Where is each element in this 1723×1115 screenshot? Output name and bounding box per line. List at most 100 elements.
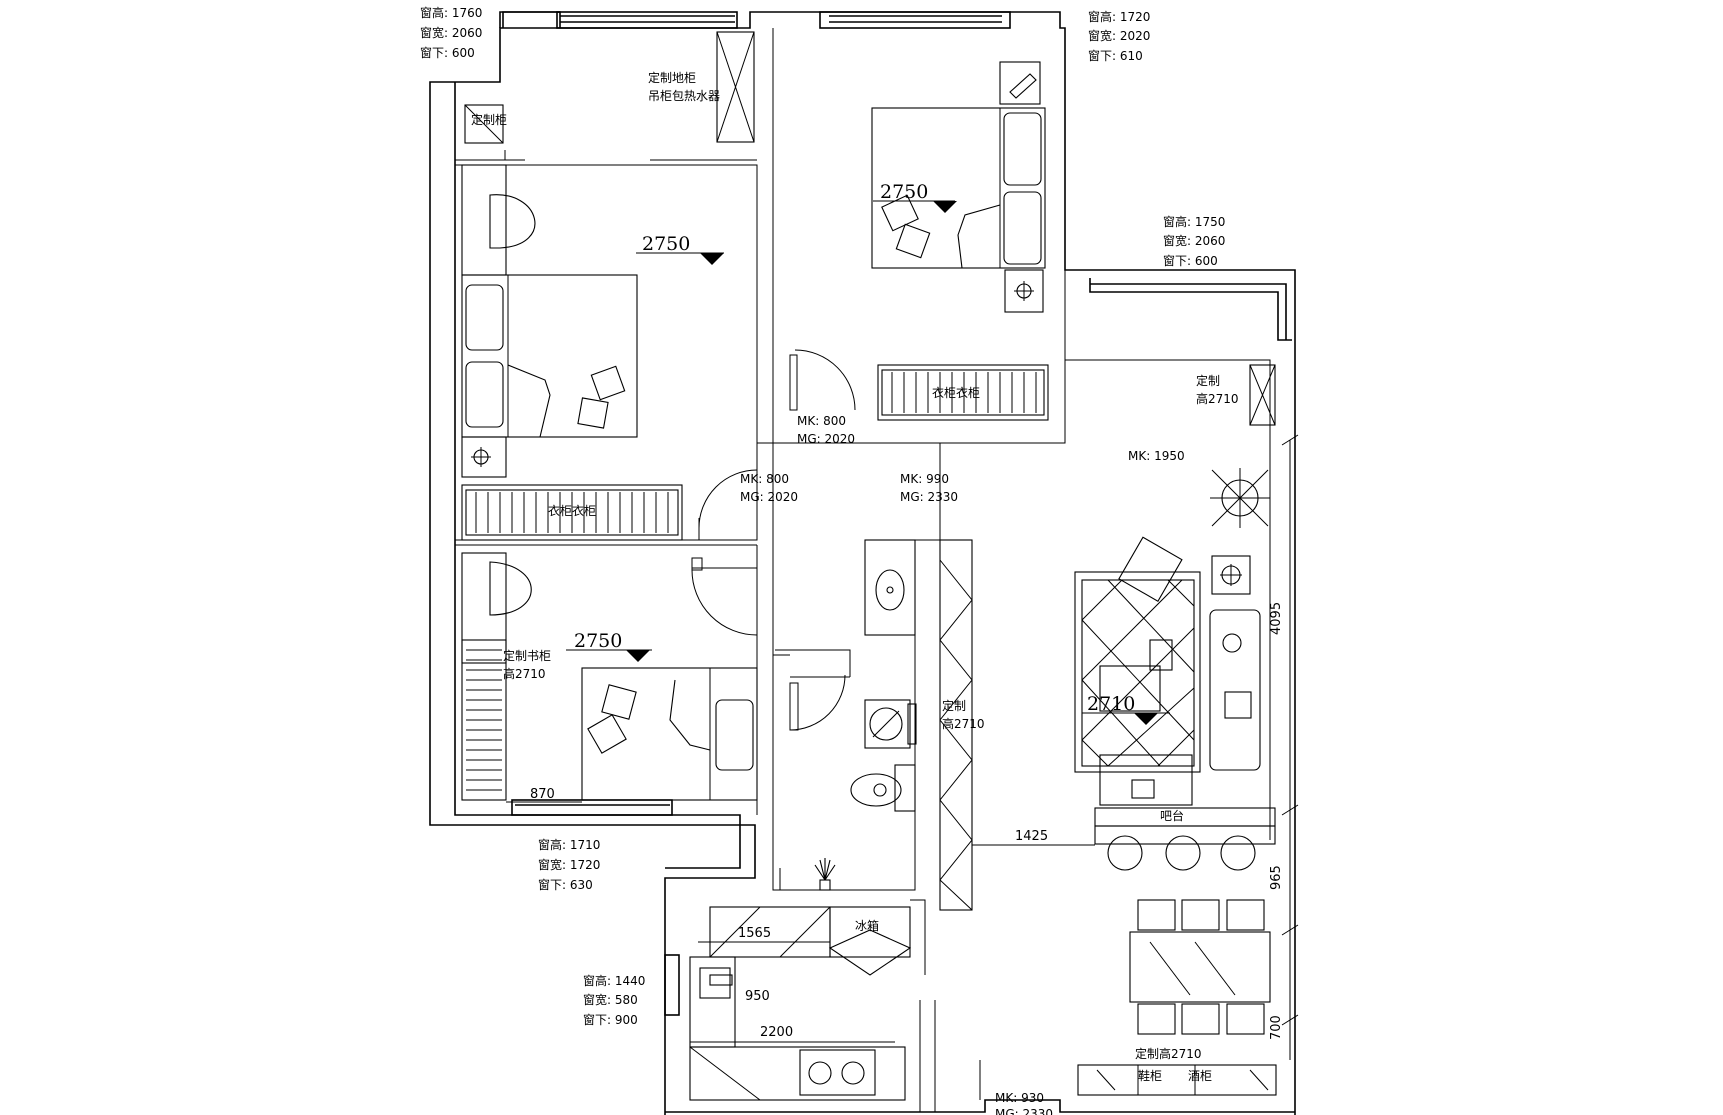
storage-note-1: 定制地柜 xyxy=(648,70,696,85)
washer-icon xyxy=(869,707,903,741)
svg-text:窗下: 610: 窗下: 610 xyxy=(1088,49,1143,63)
armchair xyxy=(1118,536,1183,603)
burner-icon xyxy=(808,1061,832,1085)
svg-text:窗高: 1710: 窗高: 1710 xyxy=(538,837,600,852)
cushion-icon xyxy=(1131,779,1155,799)
pillow-icon xyxy=(1003,112,1042,186)
cushion-icon xyxy=(587,714,627,754)
custom-cabinet-box xyxy=(464,104,504,144)
svg-text:窗宽: 2060: 窗宽: 2060 xyxy=(420,25,482,40)
burner-icon xyxy=(841,1061,865,1085)
interior-walls xyxy=(455,28,1271,1112)
dining-table xyxy=(1129,931,1271,1003)
toilet-tank xyxy=(894,764,916,812)
chair-icon xyxy=(489,194,536,249)
custom-height-label: 定制高2710 xyxy=(1135,1046,1202,1061)
living-room: 定制 高2710 xyxy=(1074,364,1277,1096)
elevation-marker-icon xyxy=(933,201,957,213)
svg-text:窗宽: 1720: 窗宽: 1720 xyxy=(538,857,600,872)
cushion-icon xyxy=(590,365,626,401)
side-table xyxy=(1149,639,1173,671)
plant-icon xyxy=(814,858,836,881)
bar-counter xyxy=(1094,807,1276,827)
nightstand xyxy=(461,436,507,478)
fridge-label: 冰箱 xyxy=(855,918,879,933)
window-note-top-left: 窗高: 1760 窗宽: 2060 窗下: 600 xyxy=(420,5,482,60)
wardrobe-label: 衣柜衣柜 xyxy=(548,503,596,518)
toilet-icon xyxy=(850,773,902,807)
storage-room: 定制柜 定制地柜 吊柜包热水器 xyxy=(464,31,755,144)
custom-height-label: 高2710 xyxy=(1196,391,1239,406)
tall-cabinet xyxy=(716,31,755,143)
door-height: MG: 2020 xyxy=(740,490,798,504)
window-note-bottom-left: 窗高: 1710 窗宽: 1720 窗下: 630 xyxy=(538,837,600,892)
cushion-icon xyxy=(577,397,609,429)
pillow-icon xyxy=(715,699,754,771)
cushion-icon xyxy=(895,223,931,259)
door-swing xyxy=(698,469,758,529)
svg-text:窗宽: 2020: 窗宽: 2020 xyxy=(1088,28,1150,43)
wine-cabinet-label: 酒柜 xyxy=(1188,1069,1212,1083)
stove xyxy=(799,1049,876,1096)
chair-icon xyxy=(489,561,532,616)
plant-icon xyxy=(1210,468,1270,528)
door-swing xyxy=(691,569,758,636)
window-note-top-right: 窗高: 1720 窗宽: 2020 窗下: 610 xyxy=(1088,9,1150,63)
hallway-cabinet: 定制 高2710 xyxy=(939,539,985,911)
wardrobe-label: 衣柜衣柜 xyxy=(932,385,980,400)
lamp-box xyxy=(999,61,1041,105)
cabinet-row xyxy=(1077,1064,1277,1096)
rug xyxy=(1074,571,1201,773)
pillow-icon xyxy=(465,361,504,428)
bedroom-top-left: 衣柜衣柜 2750 xyxy=(461,164,758,541)
bar-stool-icon xyxy=(1107,835,1143,871)
elevation-label: 2750 xyxy=(574,630,622,652)
chair-icon xyxy=(1181,1003,1220,1035)
sink-icon xyxy=(699,967,731,999)
bookshelf-lines xyxy=(466,649,502,791)
storage-note-2: 吊柜包热水器 xyxy=(648,89,720,103)
lamp-icon xyxy=(1009,73,1037,99)
svg-text:窗下: 600: 窗下: 600 xyxy=(1163,254,1218,268)
chair-icon xyxy=(1226,899,1265,931)
dim-700: 700 xyxy=(1269,1015,1284,1040)
bed xyxy=(871,107,1046,269)
custom-cabinet xyxy=(1249,364,1276,426)
bookshelf xyxy=(461,639,507,801)
dim-1425: 1425 xyxy=(1015,829,1048,844)
elevation-marker-icon xyxy=(626,650,650,662)
chair-icon xyxy=(1181,899,1220,931)
shoe-cabinet-label: 鞋柜 xyxy=(1138,1068,1162,1083)
door-note: MK: 1950 xyxy=(1128,449,1185,463)
bar-stool-icon xyxy=(1165,835,1201,871)
elevation-marker-icon xyxy=(1134,713,1158,725)
bar-stool-icon xyxy=(1220,835,1256,871)
cushion-icon xyxy=(1224,691,1252,719)
elevation-label: 2750 xyxy=(880,181,928,203)
elevation-label: 2750 xyxy=(642,233,690,255)
bathroom xyxy=(773,539,917,891)
custom-bookshelf-label: 定制书柜 xyxy=(503,648,551,663)
counter-side xyxy=(689,956,736,1048)
door-width: MK: 800 xyxy=(740,472,789,486)
cushion-icon xyxy=(601,684,637,720)
bed xyxy=(581,667,758,801)
hangers-right xyxy=(891,372,1037,413)
dim-2200: 2200 xyxy=(760,1025,793,1040)
door-notes: MK: 800 MG: 2020 MK: 800 MG: 2020 MK: 99… xyxy=(740,414,1053,1115)
lamp-table xyxy=(1211,555,1251,595)
custom-label: 定制 xyxy=(1196,373,1220,388)
nightstand xyxy=(1004,269,1044,313)
rug-pattern xyxy=(1081,579,1195,767)
kitchen: 冰箱 2200 1565 950 xyxy=(689,906,912,1101)
custom-label: 定制 xyxy=(942,698,966,713)
chair-icon xyxy=(1226,1003,1265,1035)
door-width: MK: 930 xyxy=(995,1091,1044,1105)
door-width: MK: 990 xyxy=(900,472,949,486)
dimension-chains: 4095 965 700 1425 xyxy=(972,434,1299,1060)
svg-text:窗下: 630: 窗下: 630 xyxy=(538,878,593,892)
counter-bottom xyxy=(689,1046,906,1101)
svg-text:窗高: 1720: 窗高: 1720 xyxy=(1088,9,1150,24)
custom-height-label: 高2710 xyxy=(503,666,546,681)
